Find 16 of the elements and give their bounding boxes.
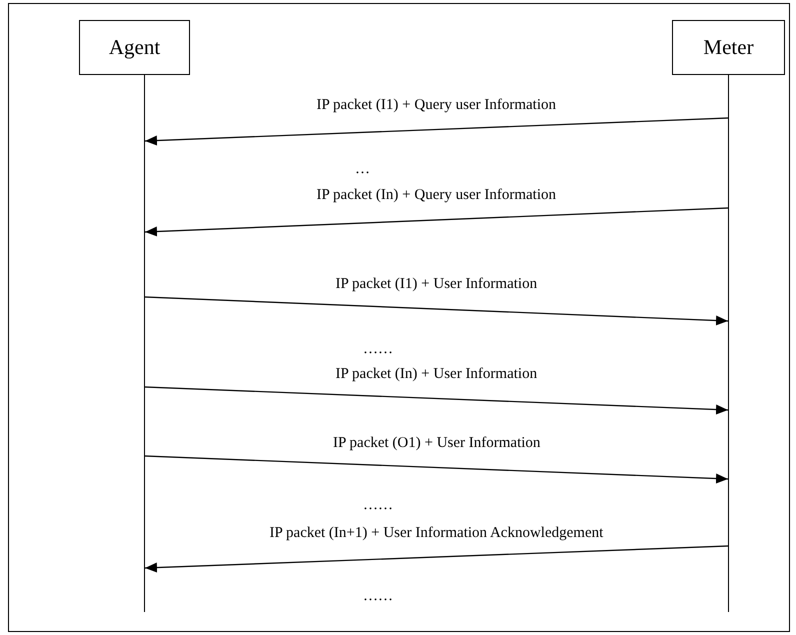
message-arrow: [144, 117, 728, 146]
message-arrow: [144, 545, 728, 573]
participant-box: Meter: [672, 20, 785, 75]
lifeline: [728, 75, 729, 612]
edge-label: IP packet (O1) + User Information: [333, 435, 540, 452]
edge-label: IP packet (I1) + User Information: [336, 276, 538, 293]
lifeline: [144, 75, 145, 612]
edge-label: IP packet (In+1) + User Information Acknowledgement: [270, 525, 604, 542]
edge-label: IP packet (In) + Query user Information: [316, 187, 556, 204]
message-arrow: [144, 207, 728, 236]
edge-label: IP packet (In) + User Information: [336, 366, 538, 383]
participant-box: Agent: [79, 20, 190, 75]
message-arrow: [144, 386, 728, 415]
message-arrow: [144, 296, 728, 326]
edge-label: IP packet (I1) + Query user Information: [316, 97, 556, 114]
message-arrow: [144, 455, 728, 484]
